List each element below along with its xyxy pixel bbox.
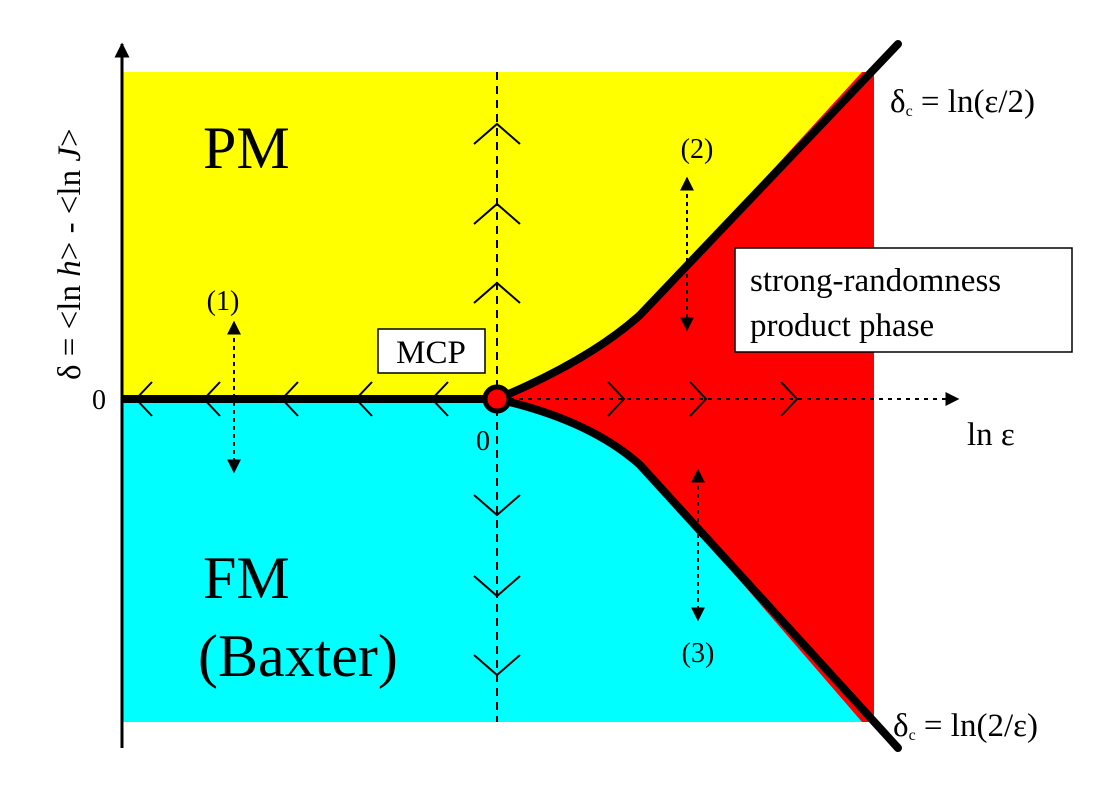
flow-right-chevron [780,381,799,417]
path-3-label: (3) [682,638,715,669]
pm-label: PM [203,115,290,181]
flow-up-chevron [473,281,521,304]
flow-down-chevron [473,575,521,598]
lower-formula-rest: = ln(2/ε) [916,708,1038,744]
flow-arrows-up [473,122,521,304]
flow-right-chevron [689,381,708,417]
lower-formula-sym: δ [893,708,909,744]
fm-label-line1: FM [203,545,290,611]
flow-right-chevron [607,381,626,417]
upper-formula-rest: = ln(ε/2) [913,84,1035,120]
product-label-line2: product phase [750,308,934,344]
flow-left-chevron [280,381,299,417]
mcp-label: MCP [396,335,466,371]
flow-up-chevron [473,202,521,225]
flow-left-chevron [430,381,449,417]
flow-arrows-right [607,381,799,417]
flow-left-chevron [134,381,153,417]
upper-formula-sym: δ [890,84,906,120]
flow-arrows-left [134,381,449,417]
path-2-label: (2) [681,134,714,165]
x-axis-label: ln ε [967,417,1015,453]
product-label-line1: strong-randomness [750,263,1001,299]
product-region [497,72,874,722]
upper-boundary-curve [493,40,902,403]
flow-down-chevron [473,654,521,677]
x-zero-label: 0 [476,426,490,457]
path-1-label: (1) [207,286,240,317]
mcp-label-box [377,328,486,374]
y-label-part: > - <ln [52,162,88,261]
flow-left-chevron [202,381,221,417]
y-label-part: δ = <ln [52,277,88,380]
product-label-box [734,247,1073,353]
lower-boundary-formula: δc = ln(2/ε) [893,708,1038,744]
fm-label-line2: (Baxter) [198,623,398,689]
flow-left-chevron [354,381,373,417]
y-label-h: h [52,260,88,277]
lower-formula-sub: c [909,727,916,744]
y-zero-label: 0 [92,385,106,416]
upper-boundary-formula: δc = ln(ε/2) [890,84,1035,120]
y-label-j: J [52,146,88,162]
lower-boundary-curve [493,395,902,752]
mcp-point [482,384,512,414]
upper-formula-sub: c [906,103,913,120]
y-label-part: > [52,128,88,147]
flow-arrows-down [473,494,521,677]
y-axis-label: δ = <ln h> - <ln J> [52,128,88,380]
flow-down-chevron [473,494,521,517]
flow-up-chevron [473,122,521,145]
